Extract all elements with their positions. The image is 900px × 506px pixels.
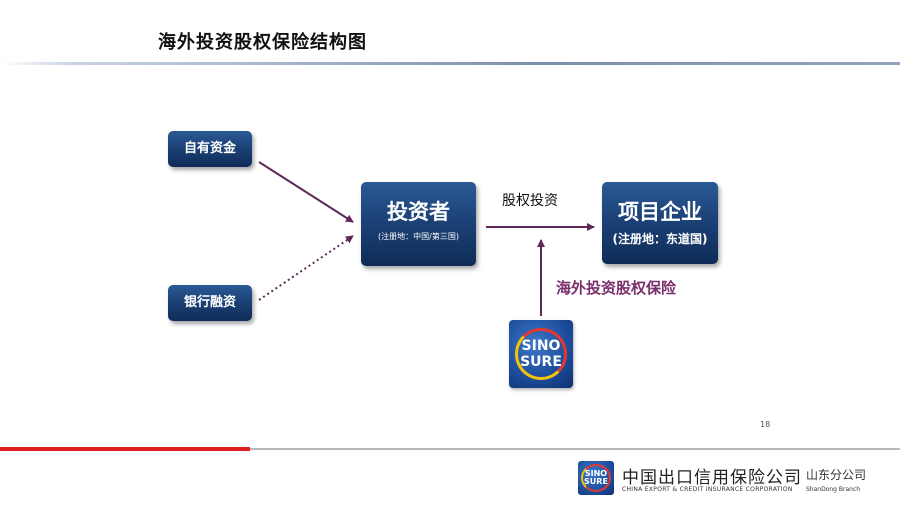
- footer-logo-ring: [581, 464, 611, 492]
- branch-name-cn: 山东分公司: [806, 468, 867, 482]
- company-name-cn: 中国出口信用保险公司: [622, 468, 802, 488]
- logo-text-line2: SURE: [520, 354, 562, 370]
- branch-name-en: ShanDong Branch: [806, 486, 861, 493]
- footer-gray-rule: [250, 448, 900, 450]
- page-number: 18: [760, 420, 771, 429]
- logo-text-line1: SINO: [521, 338, 561, 354]
- own-funds-box: 自有资金: [168, 131, 252, 167]
- investor-label: 投资者: [387, 200, 450, 224]
- sinosure-logo: SINO SURE: [509, 320, 573, 388]
- footer-sinosure-logo: SINO SURE: [578, 461, 614, 495]
- title-divider: [0, 62, 900, 65]
- bank-financing-label: 银行融资: [183, 295, 236, 310]
- footer-logo-text-line1: SINO: [584, 469, 608, 478]
- arrow-bank-to-investor: [258, 235, 354, 301]
- investor-registration: (注册地：中国/第三国): [378, 232, 459, 241]
- logo-ring: [515, 328, 567, 380]
- project-box: 项目企业 (注册地：东道国): [602, 182, 718, 264]
- project-label: 项目企业: [618, 200, 702, 224]
- equity-investment-label: 股权投资: [502, 193, 558, 209]
- insurance-label: 海外投资股权保险: [556, 279, 677, 297]
- investor-box: 投资者 (注册地：中国/第三国): [361, 182, 476, 266]
- bank-financing-box: 银行融资: [168, 285, 252, 321]
- project-registration: (注册地：东道国): [612, 232, 708, 246]
- footer-logo-text-line2: SURE: [584, 477, 608, 486]
- company-name-en: CHINA EXPORT & CREDIT INSURANCE CORPORAT…: [622, 486, 793, 493]
- footer-red-rule: [0, 447, 250, 451]
- arrow-own-funds-to-investor: [258, 161, 354, 223]
- slide-title: 海外投资股权保险结构图: [158, 32, 367, 53]
- own-funds-label: 自有资金: [183, 141, 236, 156]
